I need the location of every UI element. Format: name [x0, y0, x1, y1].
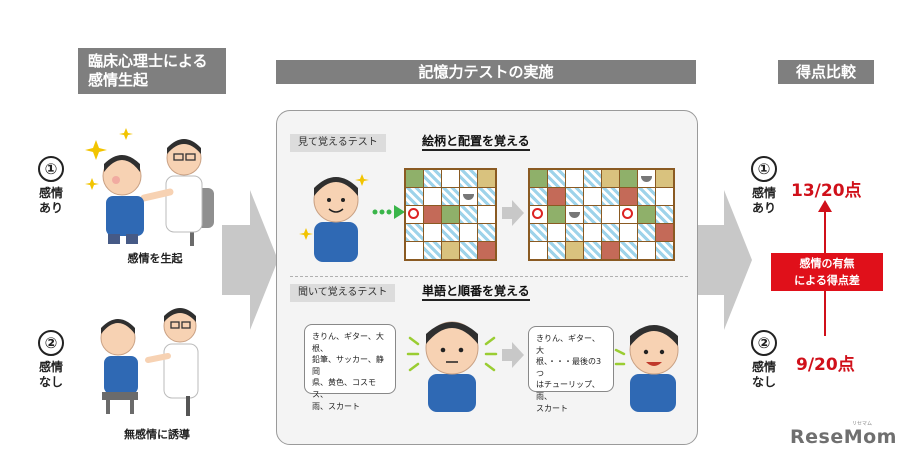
gray-arrow-small-2: [502, 342, 524, 368]
condition-1-caption: 感情を生起: [127, 252, 183, 265]
boy-recalling-illustration: [614, 325, 679, 412]
auditory-test-title: 単語と順番を覚える: [422, 284, 530, 301]
condition-1-label: 感情 あり: [38, 186, 63, 215]
condition-2-label: 感情 なし: [38, 360, 63, 389]
score-difference-box: 感情の有無 による得点差: [771, 253, 883, 291]
green-dotted-arrow: [372, 205, 405, 219]
condition-1-number: ①: [38, 156, 64, 182]
condition-2-caption: 無感情に誘導: [124, 428, 190, 441]
result-1-number: ①: [751, 156, 777, 182]
score-with-emotion: 13/20点: [791, 181, 862, 201]
gray-arrow-small: [502, 200, 524, 226]
result-1-label: 感情 あり: [751, 186, 776, 215]
emotion-scene-illustration: [85, 128, 214, 246]
memory-board-full: [528, 168, 675, 261]
resemom-logo: ReseMom: [790, 426, 897, 448]
header-score-comparison-text: 得点比較: [795, 62, 856, 81]
header-emotion-induction: 臨床心理士による 感情生起: [78, 48, 226, 94]
recall-speech-bubble: きりん、ギター、大 根、・・・最後の3つ はチューリップ、雨、 スカート: [528, 326, 614, 413]
visual-test-tag: 見て覚えるテスト: [290, 134, 386, 152]
header-score-comparison: 得点比較: [778, 60, 874, 84]
condition-2-number: ②: [38, 330, 64, 356]
test-divider: [290, 276, 688, 277]
neutral-scene-illustration: [100, 308, 199, 416]
arrow-to-score: [696, 190, 752, 330]
result-2-label: 感情 なし: [751, 360, 776, 389]
header-emotion-induction-text: 臨床心理士による 感情生起: [88, 52, 208, 89]
result-2-number: ②: [751, 330, 777, 356]
boy-smiling-illustration: [299, 174, 369, 262]
arrow-to-test: [222, 190, 278, 330]
header-memory-test: 記憶力テストの実施: [276, 60, 696, 84]
boy-listening-illustration: [406, 321, 498, 412]
header-memory-test-text: 記憶力テストの実施: [418, 62, 554, 81]
words-speech-bubble: きりん、ギター、大根、 鉛筆、サッカー、静岡 県、黄色、コスモス、 雨、スカート: [304, 324, 396, 411]
visual-test-title: 絵柄と配置を覚える: [422, 134, 530, 151]
memory-board-sparse: [404, 168, 497, 261]
score-without-emotion: 9/20点: [796, 355, 855, 375]
auditory-test-tag: 聞いて覚えるテスト: [290, 284, 396, 302]
resemom-logo-ruby: リセマム: [852, 421, 873, 427]
